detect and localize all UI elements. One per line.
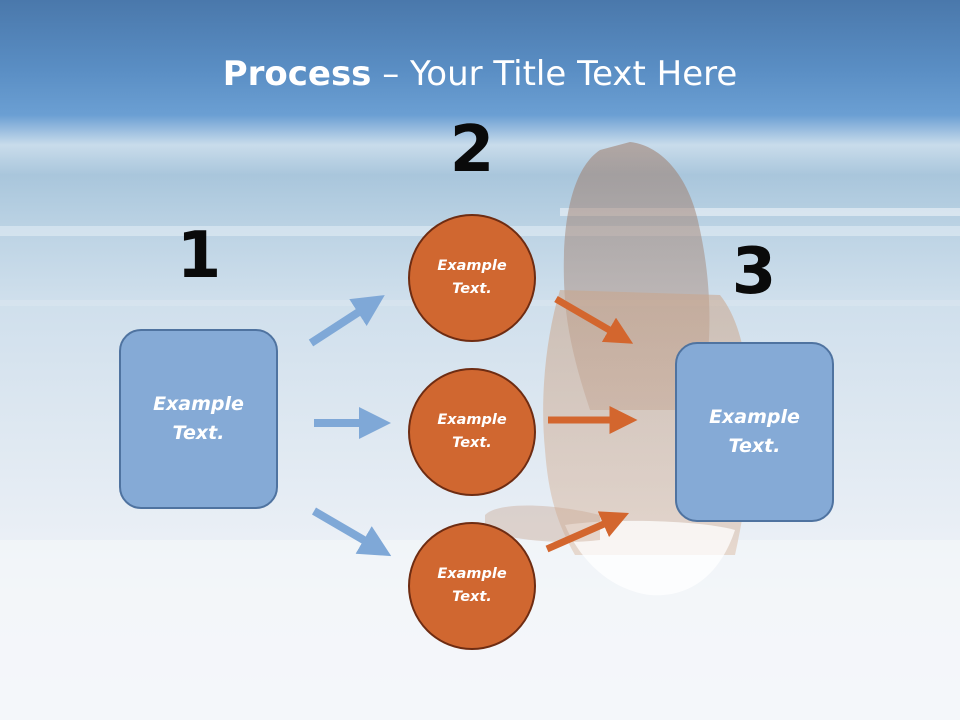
- right-box: Example Text.: [675, 342, 834, 522]
- arrow-circle-1-to-box: [554, 295, 634, 344]
- step-number-3: 3: [731, 235, 777, 309]
- arrow-box-to-circle-3: [311, 507, 392, 557]
- arrow-circle-3-to-box: [545, 511, 630, 553]
- circle-1: Example Text.: [408, 214, 536, 342]
- right-box-text: Example Text.: [709, 406, 800, 457]
- step-number-2: 2: [449, 113, 495, 187]
- title-rest-part: – Your Title Text Here: [371, 54, 738, 94]
- circle-3: Example Text.: [408, 522, 536, 650]
- left-box: Example Text.: [119, 329, 278, 509]
- arrow-box-to-circle-1: [308, 295, 385, 347]
- circle-3-text: Example Text.: [437, 566, 507, 605]
- circle-2-text: Example Text.: [437, 412, 507, 451]
- title-bold-part: Process: [222, 54, 372, 94]
- left-box-text: Example Text.: [153, 393, 244, 444]
- slide-title: Process – Your Title Text Here: [0, 52, 960, 96]
- circle-2: Example Text.: [408, 368, 536, 496]
- step-number-1: 1: [176, 219, 222, 293]
- circle-1-text: Example Text.: [437, 258, 507, 297]
